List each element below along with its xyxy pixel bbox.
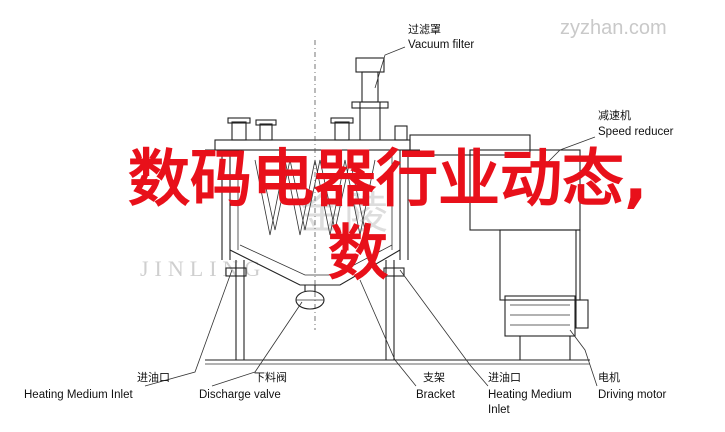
svg-text:Bracket: Bracket [416,389,456,401]
company-watermark-en: JINLING [140,256,266,281]
label-heating-inlet-right-line2: Inlet [488,404,511,416]
svg-text:Driving motor: Driving motor [598,389,667,401]
label-heating-inlet-right: 进油口 Heating Medium Inlet [488,370,572,416]
svg-text:Heating Medium Inlet: Heating Medium Inlet [24,389,133,401]
svg-text:进油口: 进油口 [137,370,170,384]
svg-text:下料阀: 下料阀 [254,370,287,384]
vessel-body [205,40,590,365]
svg-text:支架: 支架 [423,371,445,384]
svg-text:进油口: 进油口 [488,370,521,384]
svg-text:Heating Medium: Heating Medium [488,389,572,401]
headline-overlay-line2: 数 [328,219,388,289]
label-discharge-valve: 下料阀 Discharge valve [199,370,287,401]
svg-text:过滤罩: 过滤罩 [408,23,441,36]
label-speed-reducer: 减速机 Speed reducer [598,108,674,138]
vacuum-filter-unit [351,57,389,140]
svg-text:电机: 电机 [598,370,620,384]
label-bracket: 支架 Bracket [416,371,456,401]
svg-text:减速机: 减速机 [598,108,631,122]
leader-lines [144,46,598,387]
svg-text:Discharge valve: Discharge valve [199,389,281,401]
label-vacuum-filter: 过滤罩 Vacuum filter [408,23,474,51]
drive-assembly [409,134,589,360]
label-heating-inlet-left: 进油口 Heating Medium Inlet [24,370,170,401]
headline-overlay: 数码电器行业动态, [128,142,648,215]
svg-text:Speed reducer: Speed reducer [598,126,674,138]
label-driving-motor: 电机 Driving motor [598,370,667,401]
svg-text:Vacuum filter: Vacuum filter [408,39,474,51]
site-watermark: zyzhan.com [560,17,667,39]
